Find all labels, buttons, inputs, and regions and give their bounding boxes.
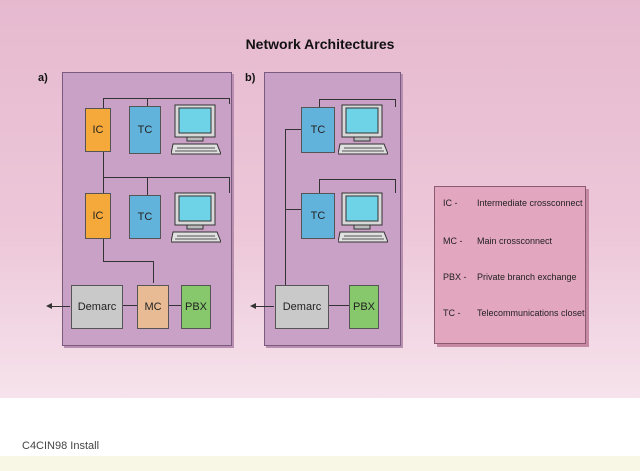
line	[103, 98, 104, 110]
arrow-left-icon	[250, 303, 256, 309]
legend-text: Main crossconnect	[477, 236, 553, 246]
computer-icon	[338, 104, 388, 155]
pbx-node: PBX	[349, 285, 379, 329]
line	[229, 177, 230, 193]
line	[285, 129, 286, 287]
line	[103, 98, 229, 99]
legend-text: Private branch exchange	[477, 272, 577, 282]
computer-icon	[171, 192, 221, 243]
outbound-line	[52, 306, 70, 307]
tc-node: TC	[129, 106, 161, 154]
line	[285, 129, 303, 130]
tc-node: TC	[301, 193, 335, 239]
line	[285, 209, 303, 210]
outbound-line	[256, 306, 274, 307]
line	[319, 179, 320, 195]
line	[103, 237, 104, 261]
line	[123, 305, 137, 306]
line	[103, 261, 153, 262]
line	[229, 98, 230, 104]
footer-label: C4CIN98 Install	[22, 440, 100, 452]
tc-node: TC	[129, 195, 161, 239]
legend-abbr: MC -	[443, 236, 463, 246]
slide: Network Architectures a) IC TC IC TC Dem…	[0, 0, 640, 398]
panel-a-label: a)	[38, 72, 48, 84]
line	[319, 99, 320, 109]
line	[103, 177, 229, 178]
line	[395, 99, 396, 107]
mc-node: MC	[137, 285, 169, 329]
demarc-node: Demarc	[275, 285, 329, 329]
diagram-title: Network Architectures	[245, 36, 395, 52]
line	[147, 177, 148, 195]
panel-b-label: b)	[245, 72, 256, 84]
line	[147, 98, 148, 106]
legend: IC - Intermediate crossconnect MC - Main…	[434, 186, 586, 344]
footer-band	[0, 456, 640, 471]
legend-abbr: TC -	[443, 308, 461, 318]
legend-text: Intermediate crossconnect	[477, 198, 583, 208]
ic-node: IC	[85, 193, 111, 239]
line	[169, 305, 181, 306]
computer-icon	[171, 104, 221, 155]
legend-abbr: IC -	[443, 198, 458, 208]
tc-node: TC	[301, 107, 335, 153]
line	[319, 99, 395, 100]
line	[319, 179, 395, 180]
line	[103, 151, 104, 195]
pbx-node: PBX	[181, 285, 211, 329]
arrow-left-icon	[46, 303, 52, 309]
legend-text: Telecommunications closet	[477, 308, 585, 318]
line	[153, 261, 154, 283]
line	[395, 179, 396, 193]
computer-icon	[338, 192, 388, 243]
demarc-node: Demarc	[71, 285, 123, 329]
ic-node: IC	[85, 108, 111, 152]
legend-abbr: PBX -	[443, 272, 467, 282]
line	[329, 305, 349, 306]
